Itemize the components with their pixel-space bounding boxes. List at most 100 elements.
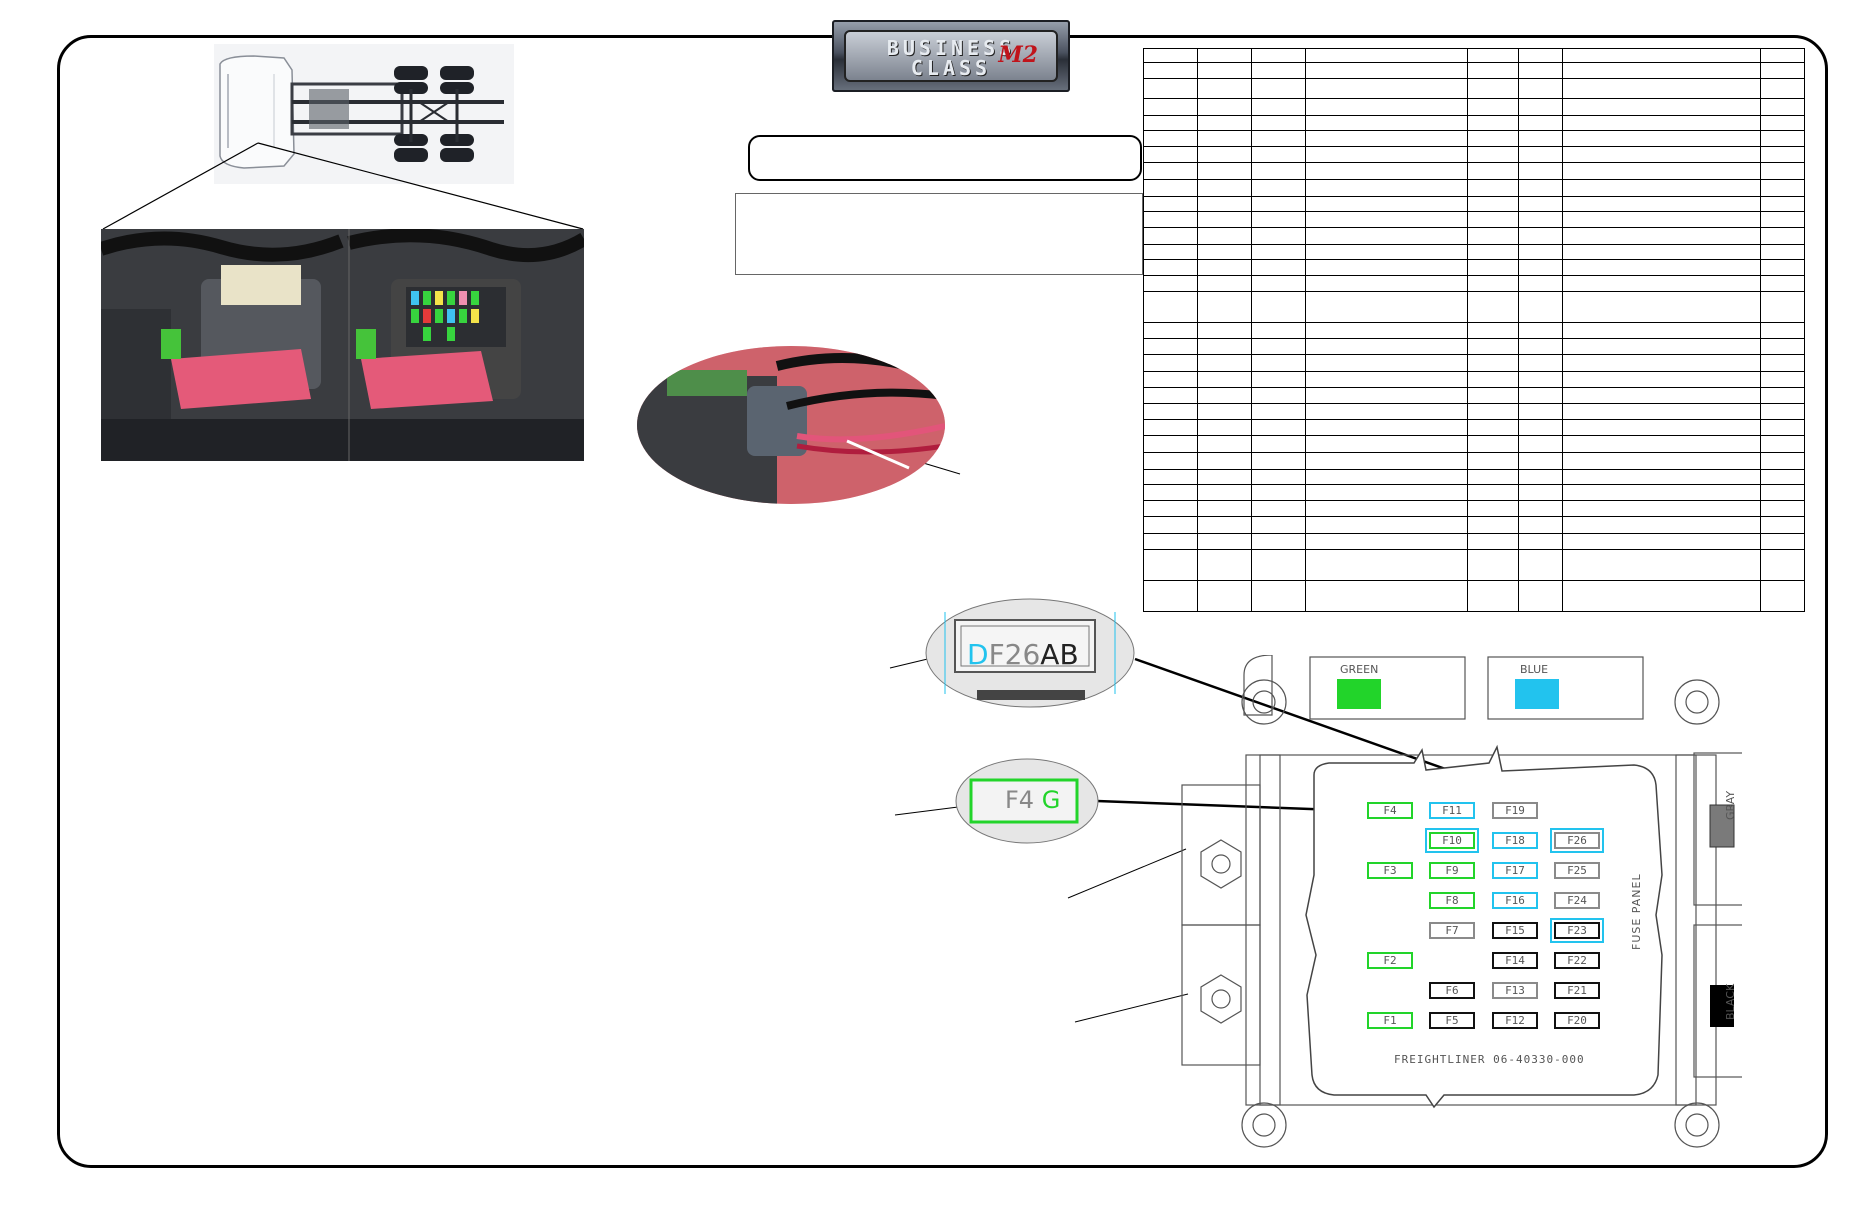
table-cell bbox=[1251, 98, 1307, 116]
table-cell bbox=[1466, 62, 1520, 79]
table-cell bbox=[1197, 275, 1253, 292]
table-cell bbox=[1562, 291, 1761, 323]
table-cell bbox=[1466, 48, 1520, 63]
table-cell bbox=[1197, 98, 1253, 116]
table-cell bbox=[1562, 62, 1761, 79]
table-cell bbox=[1518, 244, 1564, 260]
logo-line-1: BUSINESS bbox=[886, 36, 1016, 60]
table-cell bbox=[1305, 419, 1468, 436]
fuse-f2: F2 bbox=[1367, 952, 1413, 969]
table-cell bbox=[1466, 291, 1520, 323]
table-cell bbox=[1562, 484, 1761, 501]
table-cell bbox=[1759, 291, 1806, 323]
table-row bbox=[1142, 533, 1806, 550]
table-cell bbox=[1305, 179, 1468, 197]
fuse-f25: F25 bbox=[1554, 862, 1600, 879]
table-cell bbox=[1305, 196, 1468, 212]
blue-bus-label: BLUE bbox=[1520, 663, 1549, 676]
table-cell bbox=[1142, 452, 1199, 470]
table-cell bbox=[1562, 275, 1761, 292]
table-cell bbox=[1142, 291, 1199, 323]
table-cell bbox=[1562, 469, 1761, 485]
table-cell bbox=[1251, 130, 1307, 147]
table-cell bbox=[1518, 516, 1564, 534]
table-cell bbox=[1759, 130, 1806, 147]
table-cell bbox=[1305, 338, 1468, 355]
table-cell bbox=[1518, 291, 1564, 323]
table-cell bbox=[1142, 469, 1199, 485]
table-cell bbox=[1197, 259, 1253, 276]
table-cell bbox=[1759, 196, 1806, 212]
table-cell bbox=[1305, 162, 1468, 180]
table-cell bbox=[1562, 452, 1761, 470]
table-row bbox=[1142, 98, 1806, 116]
table-cell bbox=[1305, 533, 1468, 550]
table-cell bbox=[1562, 371, 1761, 388]
table-cell bbox=[1251, 338, 1307, 355]
table-cell bbox=[1251, 227, 1307, 245]
table-cell bbox=[1305, 275, 1468, 292]
table-cell bbox=[1251, 533, 1307, 550]
table-cell bbox=[1562, 244, 1761, 260]
table-row bbox=[1142, 338, 1806, 355]
table-cell bbox=[1305, 403, 1468, 420]
relay-callout-prefix: D bbox=[967, 638, 989, 671]
table-cell bbox=[1142, 179, 1199, 197]
table-cell bbox=[1142, 196, 1199, 212]
table-cell bbox=[1251, 500, 1307, 517]
fuse-f20: F20 bbox=[1554, 1012, 1600, 1029]
table-row bbox=[1142, 62, 1806, 79]
table-cell bbox=[1251, 484, 1307, 501]
table-cell bbox=[1197, 244, 1253, 260]
table-cell bbox=[1142, 387, 1199, 404]
table-cell bbox=[1562, 338, 1761, 355]
table-row bbox=[1142, 516, 1806, 534]
table-cell bbox=[1466, 275, 1520, 292]
green-bus-label: GREEN bbox=[1340, 663, 1379, 676]
fuse-callout-code: F4 bbox=[1005, 786, 1035, 814]
table-cell bbox=[1466, 115, 1520, 131]
fuse-f24: F24 bbox=[1554, 892, 1600, 909]
table-cell bbox=[1251, 371, 1307, 388]
table-cell bbox=[1562, 387, 1761, 404]
fuse-f17: F17 bbox=[1492, 862, 1538, 879]
table-cell bbox=[1518, 130, 1564, 147]
table-cell bbox=[1759, 259, 1806, 276]
table-cell bbox=[1142, 338, 1199, 355]
table-cell bbox=[1142, 419, 1199, 436]
table-cell bbox=[1759, 371, 1806, 388]
table-cell bbox=[1142, 371, 1199, 388]
table-cell bbox=[1466, 580, 1520, 612]
table-cell bbox=[1759, 484, 1806, 501]
fuse-f26: F26 bbox=[1550, 828, 1604, 853]
fuse-callout-label: F4 G bbox=[1005, 786, 1060, 814]
table-cell bbox=[1251, 78, 1307, 99]
fuse-info-table bbox=[1142, 48, 1806, 612]
table-cell bbox=[1518, 403, 1564, 420]
table-cell bbox=[1142, 48, 1199, 63]
table-cell bbox=[1562, 179, 1761, 197]
fuse-f4: F4 bbox=[1367, 802, 1413, 819]
table-cell bbox=[1142, 211, 1199, 228]
table-cell bbox=[1142, 275, 1199, 292]
fuse-f5: F5 bbox=[1429, 1012, 1475, 1029]
table-cell bbox=[1562, 48, 1761, 63]
table-cell bbox=[1562, 130, 1761, 147]
table-row bbox=[1142, 371, 1806, 388]
table-row bbox=[1142, 196, 1806, 212]
table-row bbox=[1142, 244, 1806, 260]
table-row bbox=[1142, 48, 1806, 63]
table-row bbox=[1142, 387, 1806, 404]
fuse-f21: F21 bbox=[1554, 982, 1600, 999]
table-cell bbox=[1562, 516, 1761, 534]
table-cell bbox=[1142, 162, 1199, 180]
table-cell bbox=[1251, 419, 1307, 436]
fuse-f22: F22 bbox=[1554, 952, 1600, 969]
table-cell bbox=[1251, 244, 1307, 260]
fuse-f14: F14 bbox=[1492, 952, 1538, 969]
relay-callout-suffix: AB bbox=[1040, 638, 1079, 671]
table-cell bbox=[1305, 62, 1468, 79]
table-cell bbox=[1466, 338, 1520, 355]
table-cell bbox=[1466, 469, 1520, 485]
table-cell bbox=[1466, 516, 1520, 534]
